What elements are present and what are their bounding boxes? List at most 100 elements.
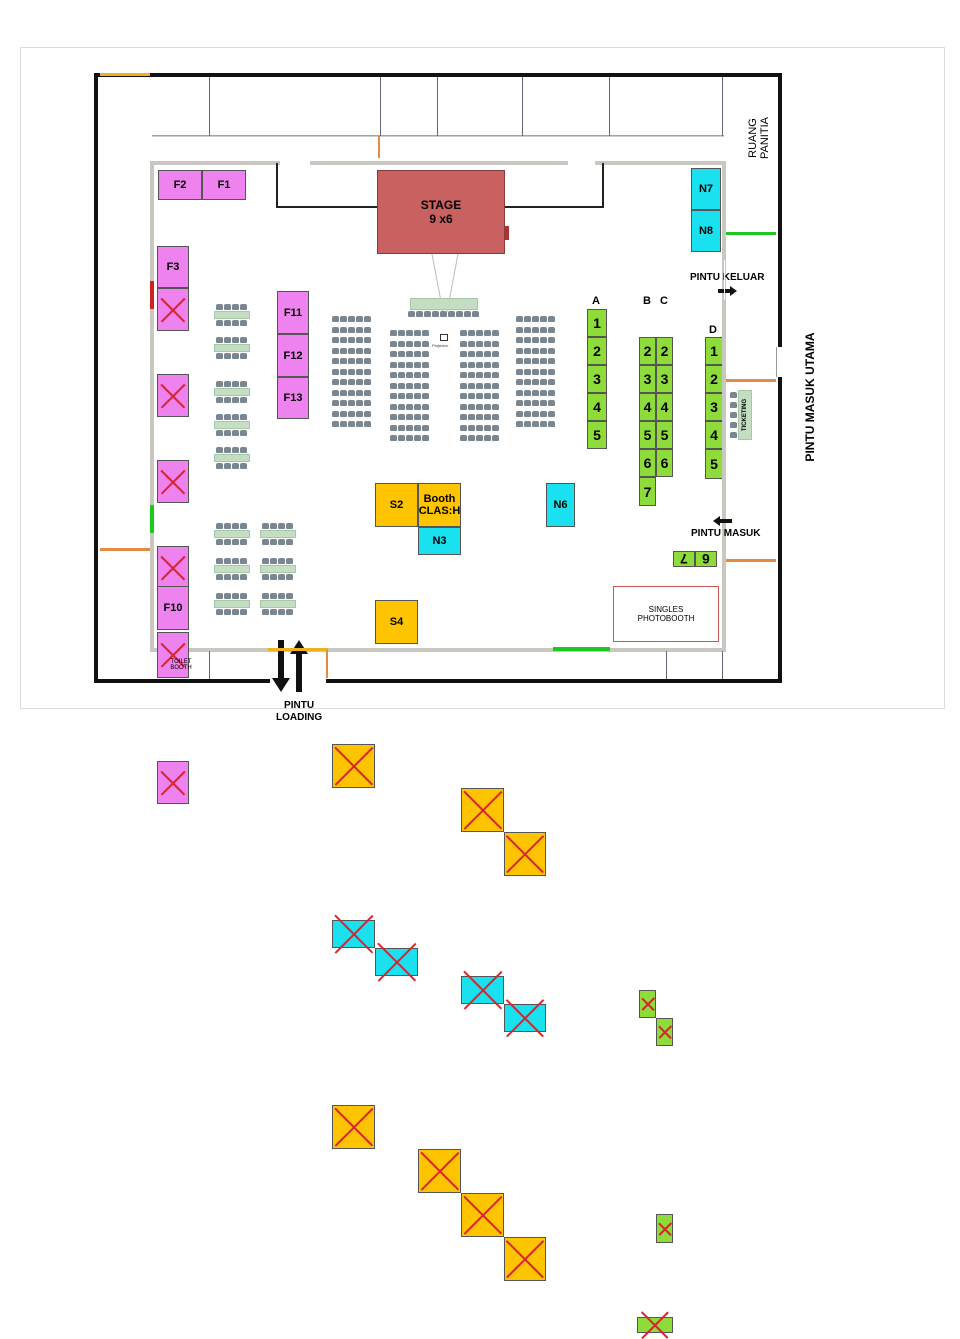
booth-cancelled [157,374,189,417]
chair [348,379,355,385]
chair [340,326,347,333]
loading-door-post [326,650,328,678]
chair [484,351,491,357]
chair [270,593,277,599]
chair [524,410,531,417]
chair [356,316,363,322]
chair [540,316,547,322]
wall-bottom-right [326,679,782,683]
booth-f12-label: F12 [283,349,303,362]
chair [390,361,397,368]
top-divider [722,76,723,136]
chair [390,393,397,399]
chair [348,316,355,322]
chair [340,368,347,375]
table [260,600,296,608]
chair [532,410,539,417]
table [214,388,250,396]
chair [406,351,413,357]
chair [348,368,355,375]
chair [216,574,223,580]
chair [340,347,347,354]
chair [540,326,547,333]
booth-cancelled [157,288,189,331]
singles-photobooth: SINGLES PHOTOBOOTH [613,586,719,642]
booth-f2-label: F2 [173,179,187,191]
table [260,565,296,573]
chair [532,337,539,343]
chair [516,400,523,406]
chair [484,403,491,410]
chair [270,558,277,564]
chair [532,389,539,396]
chair [232,414,239,420]
chair [216,414,223,420]
chair [492,414,499,420]
chair [216,593,223,599]
booth-f10-label: F10 [163,602,183,614]
hall-wall-top-mid [310,161,568,165]
chair [476,330,483,336]
chair [414,361,421,368]
chair [524,368,531,375]
booth-f11: F11 [277,291,309,334]
booth-clash: Booth CLAS:H [418,483,461,527]
chair [286,609,293,615]
row-d-3: 3 [705,393,723,421]
chair [240,574,247,580]
chair [730,392,737,398]
row-c-6-label: 6 [660,455,669,471]
chair [406,424,413,431]
row-b-3-label: 3 [643,371,652,387]
floorplan-frame [20,47,945,709]
chair [270,609,277,615]
row-a-4: 4 [587,393,607,421]
chair [540,379,547,385]
booth-cancelled [332,744,375,788]
chair [406,414,413,420]
booth-n6-label: N6 [553,499,568,511]
chair [460,330,467,336]
chair [422,435,429,441]
chair [524,316,531,322]
booth-n3-label: N3 [432,535,447,547]
chair [422,403,429,410]
chair [240,353,247,359]
row-c-4: 4 [656,393,673,421]
chair [406,330,413,336]
row-b-4: 4 [639,393,656,421]
bottom-divider [722,651,723,679]
chair [216,397,223,403]
chair [240,397,247,403]
chair [240,523,247,529]
top-divider [437,76,438,136]
chair [406,382,413,389]
entry-arrow-icon [713,516,732,526]
chair [440,311,447,317]
chair [492,361,499,368]
chair [468,403,475,410]
chair [348,326,355,333]
chair [422,361,429,368]
chair [398,382,405,389]
row-b-4-label: 4 [643,399,652,415]
chair [364,337,371,343]
row-d-5-label: 5 [710,456,718,472]
chair [532,358,539,364]
chair [468,424,475,431]
chair [532,326,539,333]
chair [224,430,231,436]
chair [468,330,475,336]
row-c-cancelled [656,1018,673,1046]
chair [398,372,405,378]
door-right-divider [724,260,725,300]
chair [240,558,247,564]
bottom-divider [666,651,667,679]
door-green-left [150,505,154,533]
row-c-4-label: 4 [660,399,669,415]
chair [414,393,421,399]
row-c-cancelled [656,1214,673,1243]
chair [476,393,483,399]
backstage-line [602,163,604,207]
booth-clash-label-1: Booth [423,493,456,505]
